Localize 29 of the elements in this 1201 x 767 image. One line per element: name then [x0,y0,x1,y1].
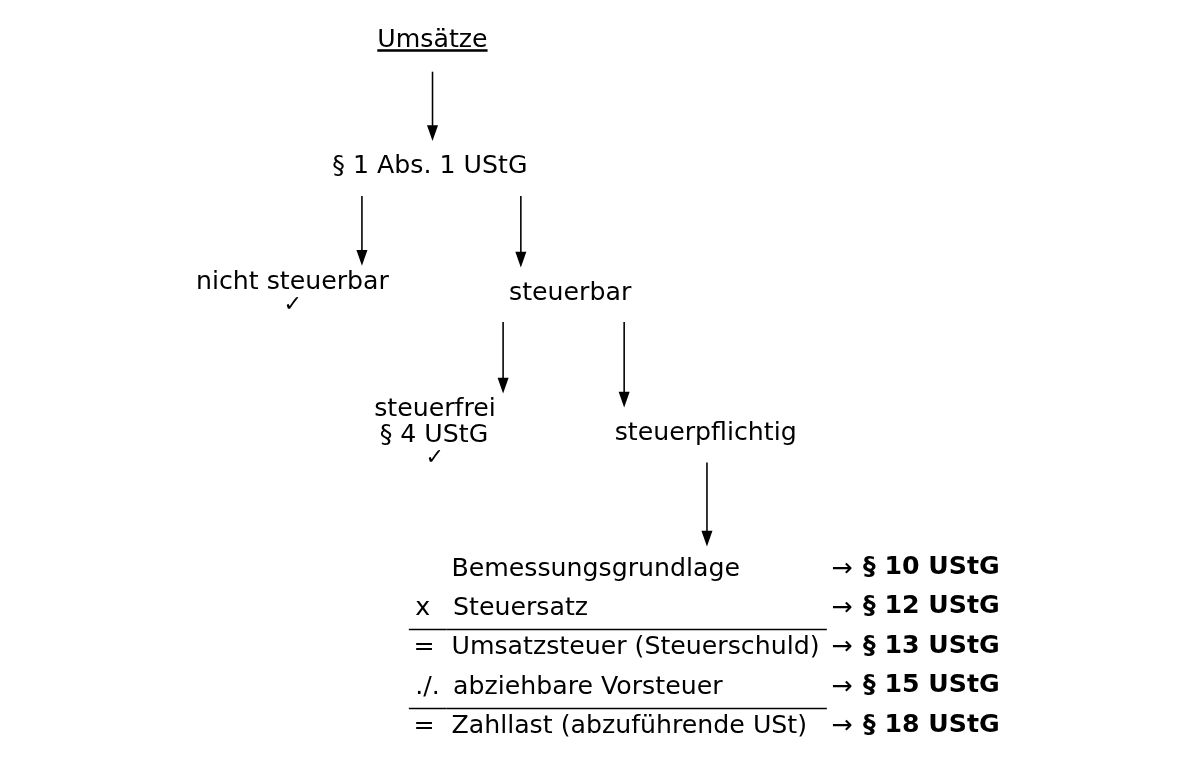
label: → [831,631,853,661]
label: § 12 UStG [863,590,1000,620]
label: § 10 UStG [863,551,1000,581]
label: Zahllast (abzuführende USt) [451,710,808,740]
label: Bemessungsgrundlage [451,552,741,582]
arrow [618,321,630,408]
arrow [356,195,368,266]
node-text: § 1 Abs. 1 UStG [332,150,528,180]
label: x [415,592,431,622]
label: Steuersatz [453,592,589,622]
label: = [413,710,435,740]
label: § 15 UStG [863,669,1000,699]
label: Umsatzsteuer (Steuerschuld) [451,631,820,661]
label: abziehbare Vorsteuer [453,670,723,700]
arrow [427,70,439,142]
arrow [701,461,713,547]
arrow [497,321,509,394]
node-text: Umsätze [377,24,488,54]
node-text: steuerpflichtig [614,416,797,446]
label: = [413,631,435,661]
label: → [831,592,853,622]
label: → [831,670,853,700]
label: § 13 UStG [863,629,1000,659]
label: → [831,552,853,582]
arrow [515,195,527,268]
node-text: steuerbar [509,276,632,306]
label: → [831,710,853,740]
label: ./. [415,670,440,700]
label: § 18 UStG [863,708,1000,738]
